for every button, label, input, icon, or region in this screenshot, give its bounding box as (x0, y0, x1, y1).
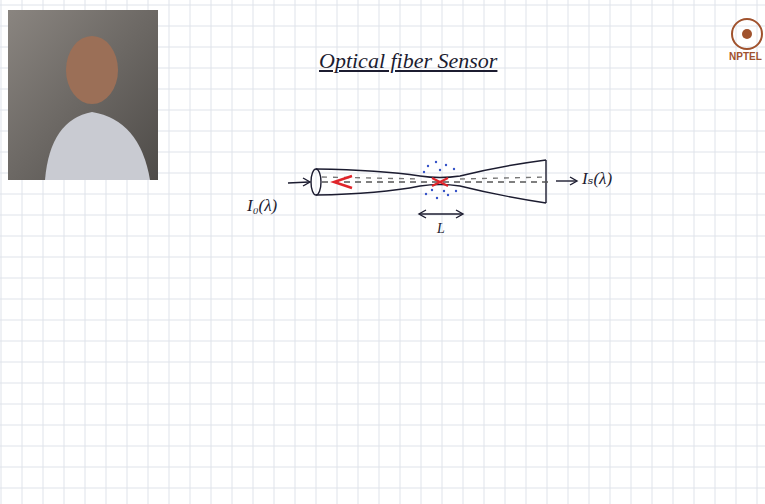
nptel-logo (732, 19, 762, 49)
length-label: L (437, 221, 445, 237)
tapered-fiber (288, 160, 577, 218)
slide-title: Optical fiber Sensor (319, 48, 497, 74)
logo-text: NPTEL (729, 51, 762, 62)
input-intensity: I₀(λ) (247, 196, 277, 216)
webcam-inset (8, 10, 158, 180)
output-intensity: Iₛ(λ) (582, 168, 612, 189)
